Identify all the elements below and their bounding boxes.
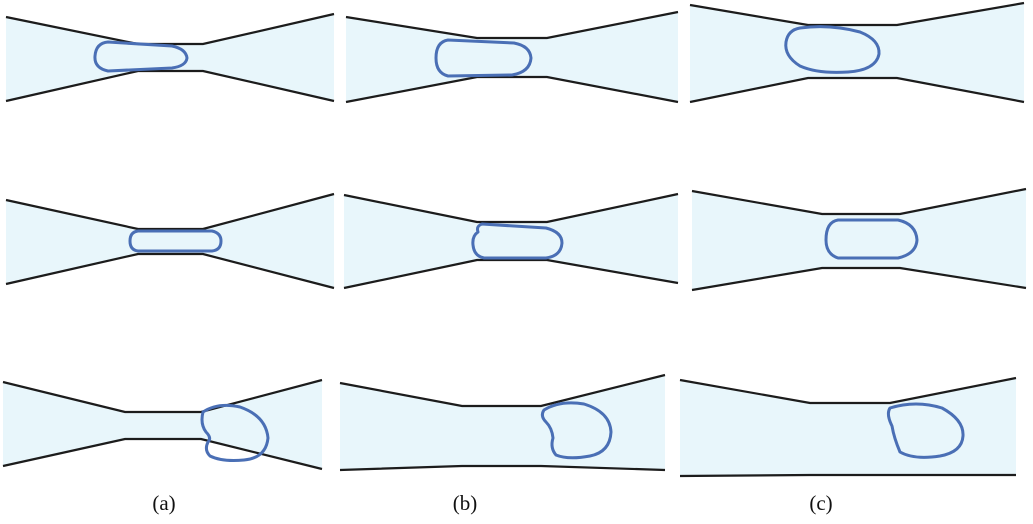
channel-top-wall bbox=[2, 378, 323, 414]
cell-outline bbox=[200, 403, 270, 462]
channel-bottom-wall bbox=[679, 473, 1016, 478]
panel-b-row3 bbox=[339, 373, 666, 472]
panel-c-row3 bbox=[679, 376, 1017, 478]
channel-fill bbox=[344, 194, 678, 288]
channel-fill bbox=[680, 378, 1016, 476]
channel-bottom-wall bbox=[5, 69, 335, 103]
channel-top-wall bbox=[691, 187, 1027, 216]
panel-b-row2 bbox=[343, 192, 679, 290]
cell-outline bbox=[886, 402, 965, 459]
channel-bottom-wall bbox=[691, 266, 1027, 292]
channel-bottom-wall bbox=[5, 252, 335, 290]
panel-b-row1 bbox=[345, 10, 679, 104]
cell-outline bbox=[93, 40, 189, 73]
panel-label-a: (a) bbox=[152, 491, 176, 515]
channel-bottom-wall bbox=[343, 258, 679, 290]
cell-outline bbox=[434, 38, 533, 78]
cell-outline bbox=[471, 222, 564, 260]
panel-a-row1 bbox=[5, 12, 335, 103]
channel-fill bbox=[692, 189, 1026, 290]
channel-top-wall bbox=[679, 376, 1017, 405]
panel-c-row1 bbox=[689, 1, 1025, 104]
channel-fill bbox=[690, 3, 1024, 102]
cell-outline bbox=[540, 401, 613, 460]
channel-fill bbox=[340, 375, 665, 470]
channel-top-wall bbox=[5, 12, 335, 46]
cell-outline bbox=[784, 25, 881, 74]
panel-c-row2 bbox=[691, 187, 1027, 292]
panel-label-c: (c) bbox=[809, 491, 833, 515]
panel-label-b: (b) bbox=[452, 491, 478, 515]
cell-outline bbox=[128, 229, 223, 253]
channel-fill bbox=[6, 14, 334, 101]
panel-a-row2 bbox=[5, 192, 335, 290]
channel-bottom-wall bbox=[339, 464, 666, 472]
channel-top-wall bbox=[5, 192, 335, 231]
channel-top-wall bbox=[689, 1, 1025, 27]
channel-top-wall bbox=[343, 192, 679, 224]
channel-bottom-wall bbox=[345, 75, 679, 104]
cell-outline bbox=[824, 218, 919, 260]
channel-top-wall bbox=[345, 10, 679, 40]
channel-top-wall bbox=[339, 373, 666, 408]
panel-a-row3 bbox=[2, 378, 323, 471]
channel-bottom-wall bbox=[689, 76, 1025, 104]
channel-fill bbox=[346, 12, 678, 102]
